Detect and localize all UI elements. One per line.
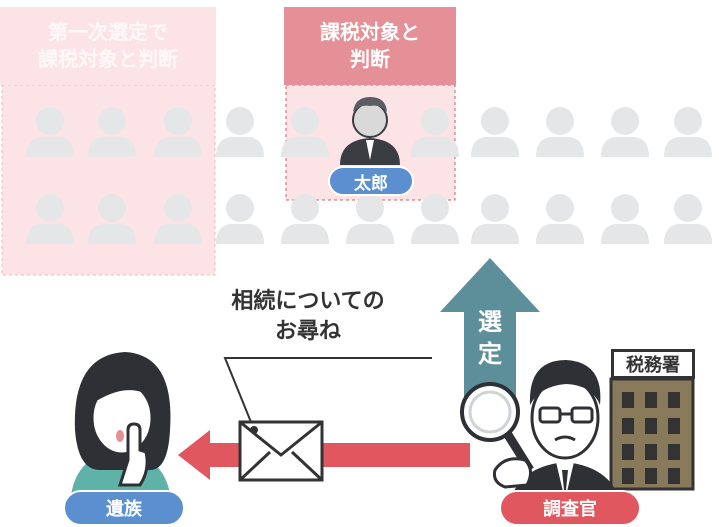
magnifier-icon xyxy=(460,382,534,489)
person-icon xyxy=(664,194,712,244)
inquiry-arrow xyxy=(178,430,470,480)
first-selection-label: 第一次選定で 課税対象と判断 xyxy=(0,7,216,85)
investigator-badge: 調査官 xyxy=(499,490,641,526)
person-icon xyxy=(346,194,394,244)
building-icon xyxy=(609,377,695,491)
person-icon xyxy=(471,107,519,157)
person-icon xyxy=(536,194,584,244)
family-badge: 遺族 xyxy=(63,490,185,526)
person-icon xyxy=(664,107,712,157)
envelope-icon xyxy=(238,420,324,482)
person-icon xyxy=(601,107,649,157)
tax-office-sign: 税務署 xyxy=(611,349,695,379)
person-icon xyxy=(411,194,459,244)
family-woman-icon xyxy=(70,352,172,510)
selection-label: 選 定 xyxy=(478,308,502,369)
taro-badge: 太郎 xyxy=(328,166,414,196)
person-icon xyxy=(536,107,584,157)
person-icon xyxy=(216,194,264,244)
taro-person-icon xyxy=(340,97,400,165)
taxable-label: 課税対象と 判断 xyxy=(284,7,456,85)
person-icon xyxy=(281,194,329,244)
selection-arrow xyxy=(440,258,540,400)
person-icon xyxy=(216,107,264,157)
inquiry-speech-text: 相続についての お尋ね xyxy=(231,289,385,344)
person-icon xyxy=(471,194,519,244)
person-icon xyxy=(601,194,649,244)
speech-line xyxy=(223,357,432,433)
